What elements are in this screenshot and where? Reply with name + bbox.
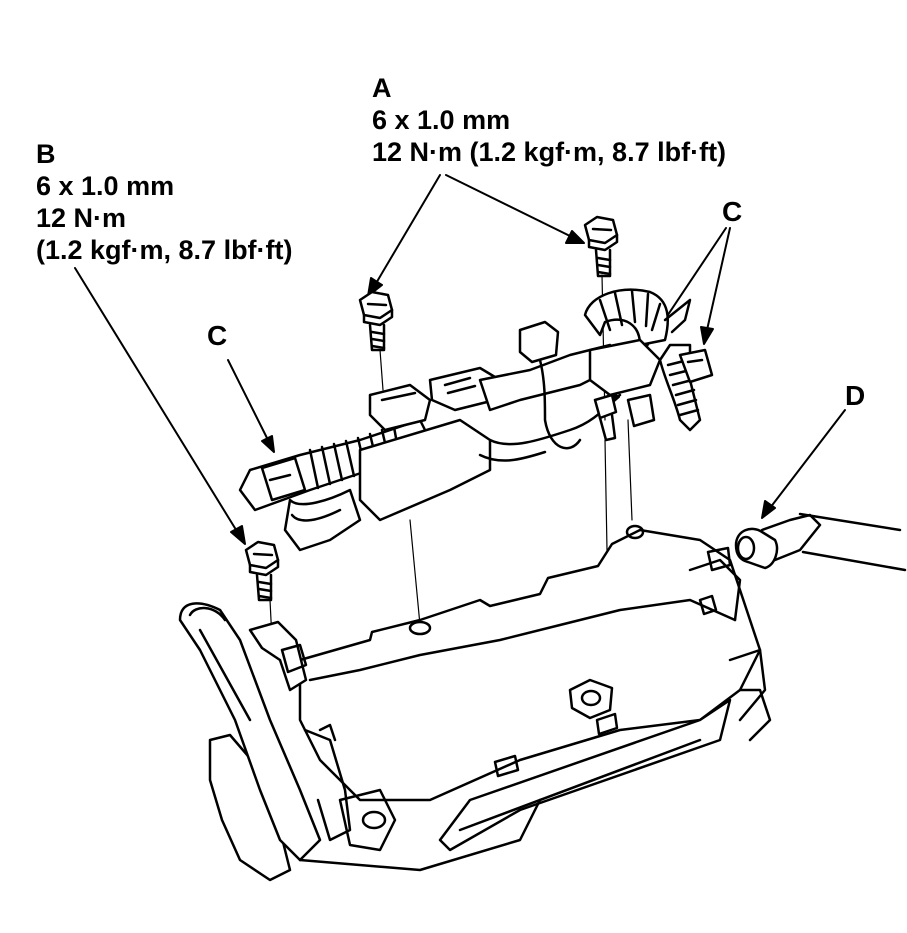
callout-d: D [845,380,866,411]
fitting-d [706,512,907,572]
bolt-a-left [358,290,394,352]
bolt-b [244,540,280,602]
wire-harness [238,288,714,552]
arrow-d-head [761,500,776,519]
bolt-a-right [583,215,619,278]
callout-a: A 6 x 1.0 mm 12 N·m (1.2 kgf·m, 8.7 lbf·… [372,72,726,168]
engine-cover [298,524,772,852]
arrow-c-left-head [261,435,275,453]
arrow-b-head [230,525,246,545]
arrow-b [74,267,239,534]
callout-b-torque-nm: 12 N·m [36,203,127,233]
callout-a-torque: 12 N·m (1.2 kgf·m, 8.7 lbf·ft) [372,137,727,167]
callout-c-left: C [207,320,228,351]
callout-c-right: C [722,196,743,227]
callout-b-letter: B [36,139,56,169]
callout-b-size: 6 x 1.0 mm [36,171,175,201]
arrow-a-right [445,174,573,238]
arrow-a-left [374,174,441,286]
arrow-c-right-2 [706,227,731,331]
callout-b: B 6 x 1.0 mm 12 N·m (1.2 kgf·m, 8.7 lbf·… [36,138,293,266]
arrow-c-left [227,359,269,441]
lower-engine-block [178,602,542,882]
arrow-d [769,409,846,509]
arrow-a-right-head [565,230,585,244]
callout-b-torque-alt: (1.2 kgf·m, 8.7 lbf·ft) [36,235,293,265]
arrow-c-right-2-head [700,326,714,345]
callout-a-size: 6 x 1.0 mm [372,105,511,135]
callout-a-letter: A [372,73,392,103]
